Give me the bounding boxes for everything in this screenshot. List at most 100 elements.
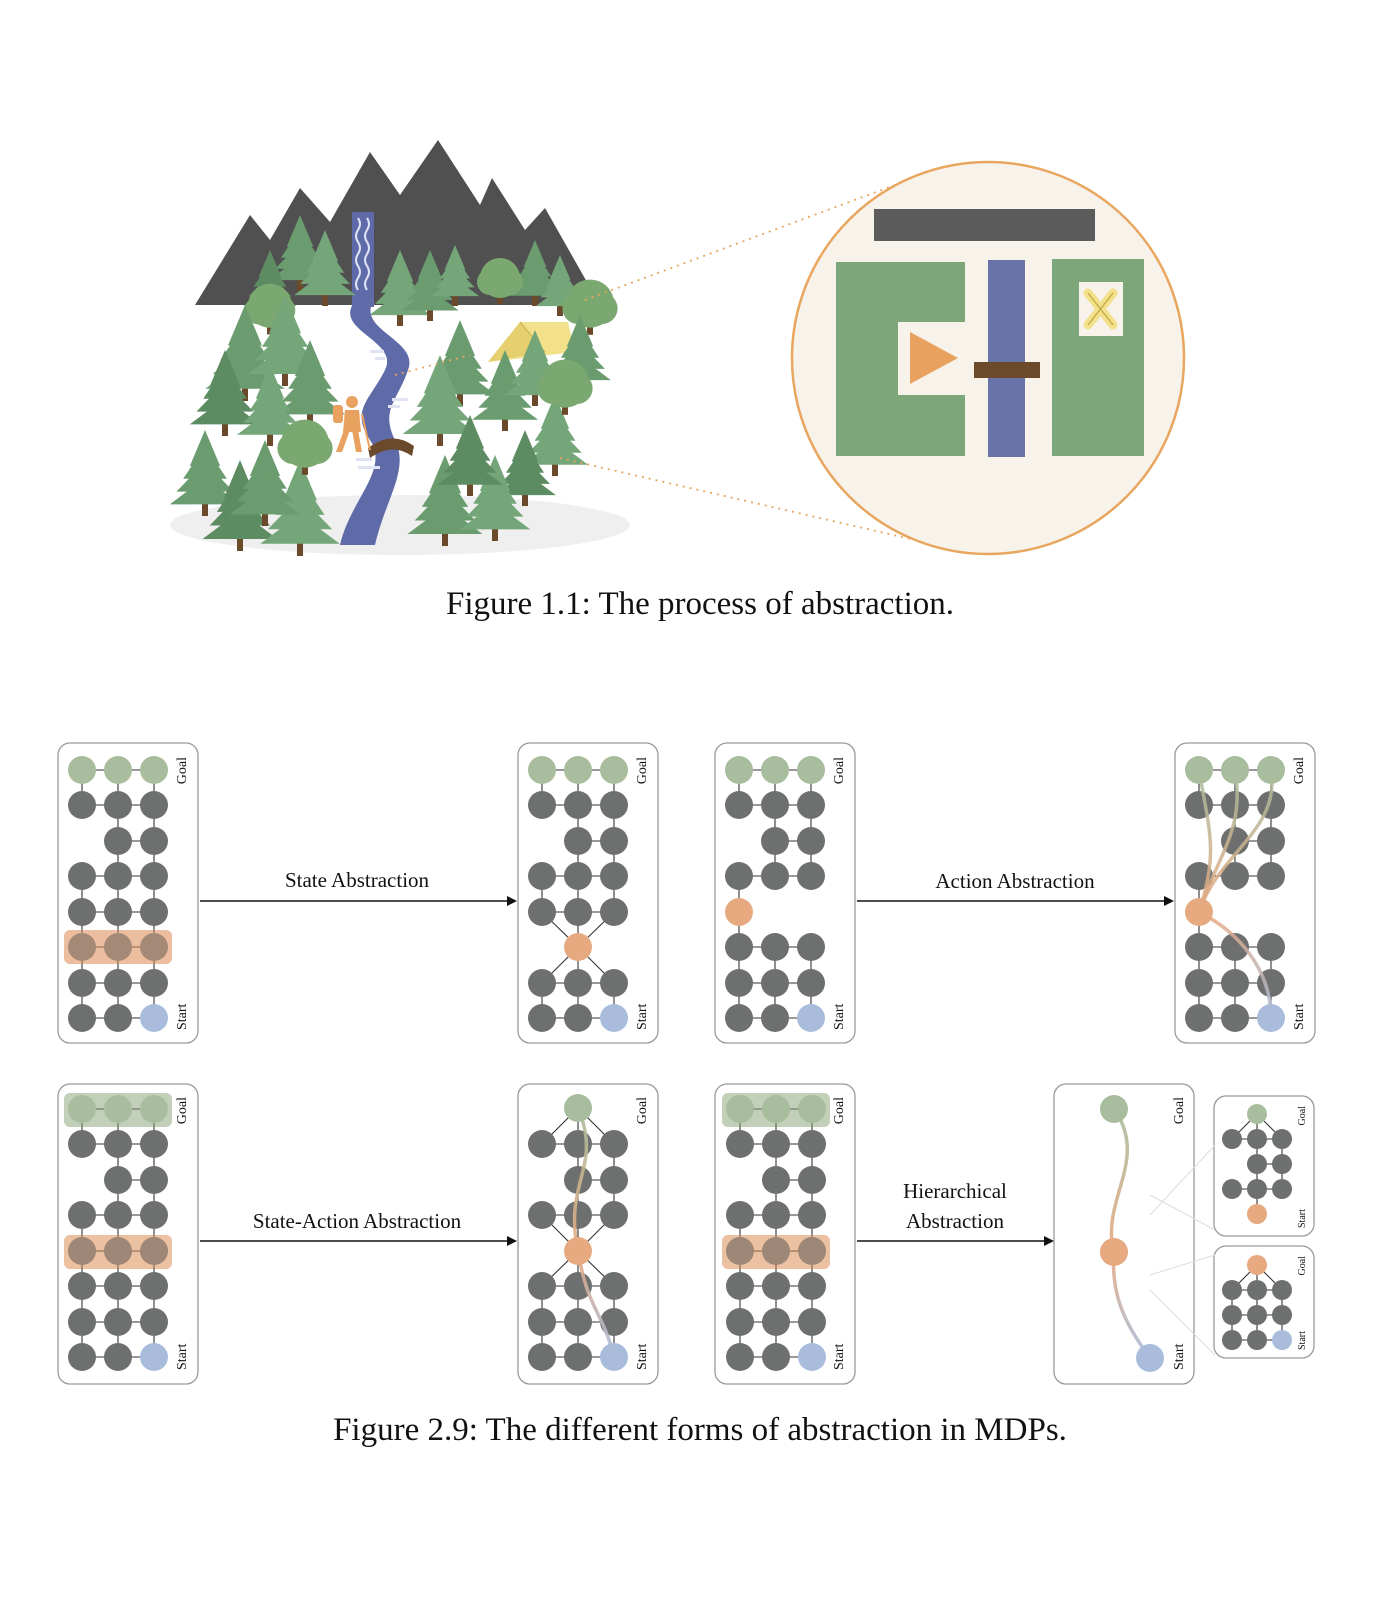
- state-node: [104, 1004, 132, 1032]
- state-node: [68, 1308, 96, 1336]
- state-node: [68, 1237, 96, 1265]
- mdp-panel-hierarchical-original: [714, 1083, 856, 1385]
- start-label: Start: [1297, 1331, 1308, 1350]
- mdp-panel-original: [57, 742, 199, 1044]
- state-node: [1222, 1280, 1242, 1300]
- bridge-block: [974, 362, 1040, 378]
- state-node: [140, 1130, 168, 1158]
- goal-node: [761, 756, 789, 784]
- state-node: [564, 969, 592, 997]
- mdp-abstraction-diagram: GoalStartGoalStartGoalStartGoalStartGoal…: [57, 742, 1316, 1385]
- bridge: [368, 438, 414, 458]
- state-node: [564, 791, 592, 819]
- state-node: [1222, 1179, 1242, 1199]
- goal-node: [797, 756, 825, 784]
- state-group-highlight: [722, 1235, 830, 1269]
- state-node: [528, 1343, 556, 1371]
- goal-label: Goal: [635, 1097, 650, 1124]
- state-node: [1221, 969, 1249, 997]
- goal-label: Goal: [832, 1097, 847, 1124]
- goal-group-highlight: [64, 1093, 172, 1127]
- state-node: [564, 1343, 592, 1371]
- state-node: [725, 933, 753, 961]
- state-node: [1257, 862, 1285, 890]
- pine-tree-icon: [169, 430, 241, 516]
- start-label: Start: [635, 1003, 650, 1030]
- hierarchy-connectors: [1149, 1144, 1216, 1356]
- state-node: [104, 1308, 132, 1336]
- state-node: [140, 1166, 168, 1194]
- goal-group-highlight: [722, 1093, 830, 1127]
- state-node: [564, 1201, 592, 1229]
- state-node: [798, 1130, 826, 1158]
- pine-tree-icon: [402, 355, 478, 446]
- state-node: [762, 1201, 790, 1229]
- state-node: [564, 862, 592, 890]
- label-hierarchical-line1: Hierarchical: [903, 1179, 1007, 1203]
- state-node: [140, 1272, 168, 1300]
- start-label: Start: [175, 1003, 190, 1030]
- state-node: [600, 862, 628, 890]
- pine-tree-icon: [521, 395, 589, 476]
- goal-label: Goal: [1172, 1097, 1187, 1124]
- state-node: [564, 1166, 592, 1194]
- state-node: [725, 969, 753, 997]
- state-node: [761, 862, 789, 890]
- arrow-hierarchical-abstraction: Hierarchical Abstraction: [857, 1179, 1054, 1246]
- start-node: [600, 1004, 628, 1032]
- state-node: [797, 969, 825, 997]
- state-node: [600, 827, 628, 855]
- mountain-block: [874, 209, 1095, 241]
- state-node: [726, 1130, 754, 1158]
- start-label: Start: [635, 1343, 650, 1370]
- state-node: [564, 1308, 592, 1336]
- state-node: [140, 933, 168, 961]
- state-node: [797, 933, 825, 961]
- arrow-state-action-abstraction: State-Action Abstraction: [200, 1209, 517, 1246]
- pine-tree-icon: [294, 230, 356, 306]
- start-node: [797, 1004, 825, 1032]
- state-node: [600, 1201, 628, 1229]
- state-node: [68, 933, 96, 961]
- deciduous-tree-icon: [562, 279, 618, 335]
- state-node: [762, 1130, 790, 1158]
- label-state-action-abstraction: State-Action Abstraction: [253, 1209, 462, 1233]
- state-node: [1185, 791, 1213, 819]
- state-node: [600, 1272, 628, 1300]
- state-node: [140, 791, 168, 819]
- state-node: [600, 1166, 628, 1194]
- hiker-icon: [333, 396, 371, 452]
- start-label: Start: [1292, 1003, 1307, 1030]
- abstract-action-path: [576, 1250, 616, 1358]
- state-node: [68, 791, 96, 819]
- state-node: [528, 1004, 556, 1032]
- state-node: [726, 1237, 754, 1265]
- goal-label: Goal: [175, 1097, 190, 1124]
- state-node: [104, 1201, 132, 1229]
- goal-node: [528, 756, 556, 784]
- state-node: [104, 1272, 132, 1300]
- state-node: [528, 1201, 556, 1229]
- state-node: [104, 827, 132, 855]
- state-node: [528, 1272, 556, 1300]
- river: [340, 300, 410, 545]
- state-node: [798, 1308, 826, 1336]
- state-node: [1247, 1154, 1267, 1174]
- goal-node: [762, 1095, 790, 1123]
- start-label: Start: [832, 1003, 847, 1030]
- label-action-abstraction: Action Abstraction: [935, 869, 1095, 893]
- state-node: [1222, 1129, 1242, 1149]
- pine-tree-icon: [229, 440, 301, 526]
- agent-triangle-icon: [910, 332, 958, 384]
- pine-tree-icon: [274, 340, 346, 426]
- state-node: [726, 1343, 754, 1371]
- goal-label: Goal: [1292, 757, 1307, 784]
- state-node: [1221, 1004, 1249, 1032]
- pine-tree-icon: [436, 415, 504, 496]
- state-node: [104, 862, 132, 890]
- state-node: [600, 969, 628, 997]
- state-node: [104, 969, 132, 997]
- abstraction-circle: [790, 160, 1186, 556]
- goal-label: Goal: [832, 757, 847, 784]
- state-node: [600, 1130, 628, 1158]
